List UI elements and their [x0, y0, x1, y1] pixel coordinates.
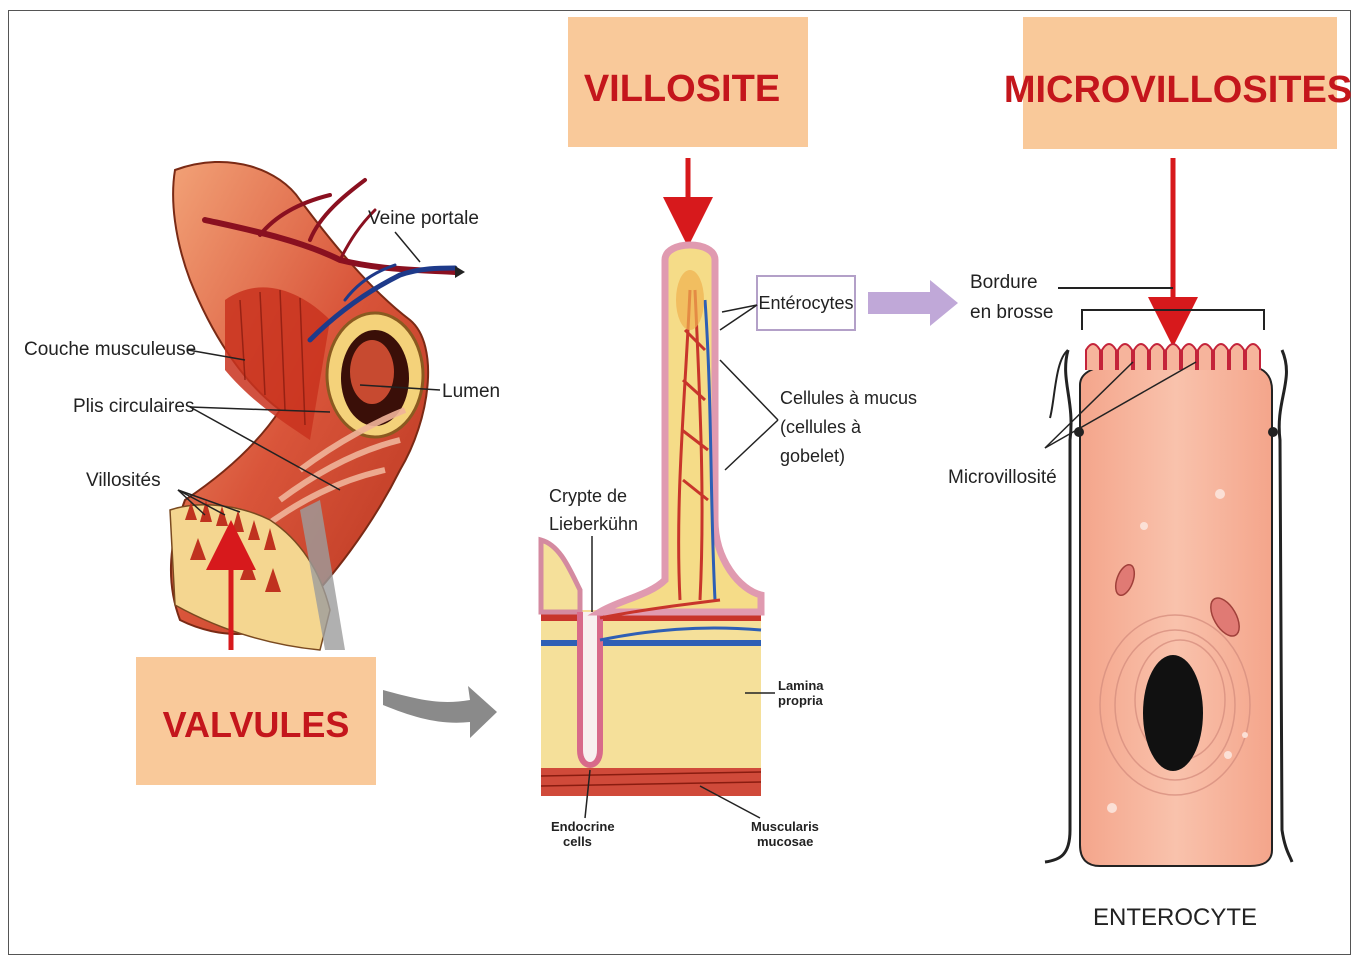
label-muscularis-1: Muscularis [751, 819, 819, 834]
label-crypte-1: Crypte de [549, 486, 627, 506]
valvules-title: VALVULES [163, 704, 350, 745]
label-cellules-mucus-1: Cellules à mucus [780, 388, 917, 408]
grey-transition-arrow [383, 686, 497, 738]
label-microvillosite: Microvillosité [948, 467, 1057, 488]
label-plis-circulaires: Plis circulaires [73, 396, 194, 417]
enterocyte-nucleus [1143, 655, 1203, 771]
label-lumen: Lumen [442, 381, 500, 402]
lavender-transition-arrow [868, 280, 958, 326]
label-lamina-2: propria [778, 693, 824, 708]
label-lamina-1: Lamina [778, 678, 824, 693]
label-cellules-mucus-2: (cellules à [780, 417, 862, 437]
microvillosites-title: MICROVILLOSITES [1004, 69, 1352, 111]
label-endocrine-1: Endocrine [551, 819, 615, 834]
label-villosites: Villosités [86, 470, 161, 491]
label-bordure-1: Bordure [970, 272, 1038, 293]
intestine-illustration [170, 162, 465, 650]
label-bordure-2: en brosse [970, 302, 1053, 323]
label-cellules-mucus-3: gobelet) [780, 446, 845, 466]
enterocyte-illustration [1045, 310, 1292, 866]
label-enterocytes: Entérocytes [758, 293, 853, 313]
label-muscularis-2: mucosae [757, 834, 813, 849]
label-couche-musculeuse: Couche musculeuse [24, 339, 196, 360]
label-crypte-2: Lieberkühn [549, 514, 638, 534]
label-veine-portale: Veine portale [368, 208, 479, 229]
label-endocrine-2: cells [563, 834, 592, 849]
villosite-title: VILLOSITE [584, 68, 780, 110]
label-enterocyte: ENTEROCYTE [1093, 904, 1257, 931]
microvilli [1086, 344, 1260, 370]
